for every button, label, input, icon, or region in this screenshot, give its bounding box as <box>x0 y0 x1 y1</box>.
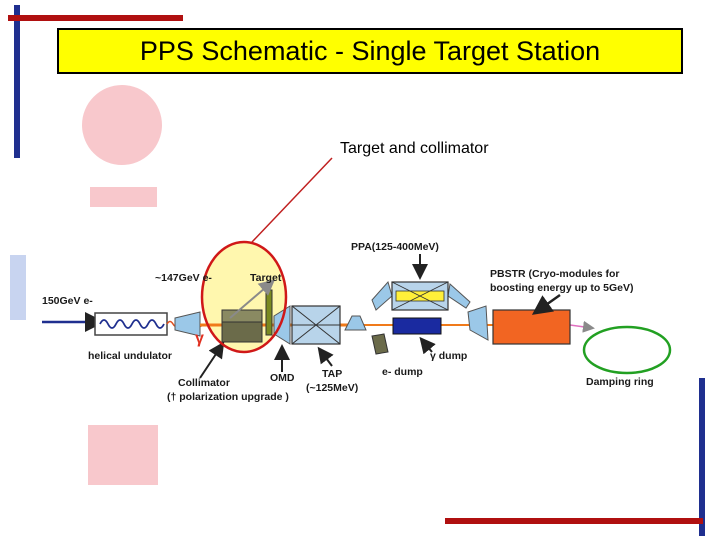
tap-energy-label: (~125MeV) <box>306 382 359 394</box>
faded-circle-decoration <box>82 85 162 165</box>
faded-square-decoration <box>88 425 158 485</box>
e147-label: ~147GeV e- <box>155 272 212 284</box>
gamma-dump-label: γ dump <box>430 350 468 362</box>
tap-label: TAP <box>322 368 343 380</box>
omd-label: OMD <box>270 372 295 384</box>
collimator-top-block <box>221 309 263 323</box>
callout-label: Target and collimator <box>340 140 489 157</box>
collimator-label: Collimator <box>178 377 230 389</box>
target-label: Target <box>250 272 282 284</box>
helical-undulator-label: helical undulator <box>88 350 173 362</box>
gamma-dump-arrow <box>419 336 436 355</box>
ppa-left-cone <box>371 280 393 311</box>
faded-blue-decoration <box>10 255 26 320</box>
ppa-lower-cone <box>467 305 489 341</box>
collimator-cone <box>174 311 201 337</box>
ppa-right-cone <box>447 283 471 309</box>
collimator-note-label: († polarization upgrade ) <box>167 391 289 403</box>
frame-right-blue-bar <box>699 378 705 536</box>
gamma-dump-block <box>392 317 442 335</box>
ppa-module <box>391 281 449 311</box>
pbstr-label-line1: PBSTR (Cryo-modules for <box>490 268 620 280</box>
damping-ring <box>582 325 672 375</box>
slide-title: PPS Schematic - Single Target Station <box>57 28 683 74</box>
damping-ring-label: Damping ring <box>586 376 654 388</box>
gamma-label: γ <box>195 330 204 347</box>
helical-undulator <box>94 312 168 336</box>
tap-label-arrow <box>317 346 334 367</box>
faded-bar-decoration <box>90 187 157 207</box>
target-wheel <box>265 289 273 336</box>
beam-to-ring-line <box>569 320 595 333</box>
pbstr-module <box>492 309 571 345</box>
ppa-label: PPA(125-400MeV) <box>351 241 439 253</box>
collimator-label-arrow <box>199 341 225 379</box>
e-beam-arrow <box>229 279 276 319</box>
slide-title-text: PPS Schematic - Single Target Station <box>139 35 601 66</box>
pbstr-arrow <box>531 293 561 315</box>
post-tap-cone <box>344 315 367 331</box>
target-highlight-ellipse <box>200 240 288 354</box>
callout-line <box>251 157 333 243</box>
e-dump-block <box>371 333 389 355</box>
pbstr-label-line2: boosting energy up to 5GeV) <box>490 282 634 294</box>
frame-left-blue-bar <box>14 5 20 158</box>
tap-module <box>291 305 341 345</box>
frame-top-red-bar <box>8 15 183 21</box>
beam-in-label: 150GeV e- <box>42 295 93 307</box>
e-dump-label: e- dump <box>382 366 423 378</box>
frame-bottom-red-bar <box>445 518 703 524</box>
